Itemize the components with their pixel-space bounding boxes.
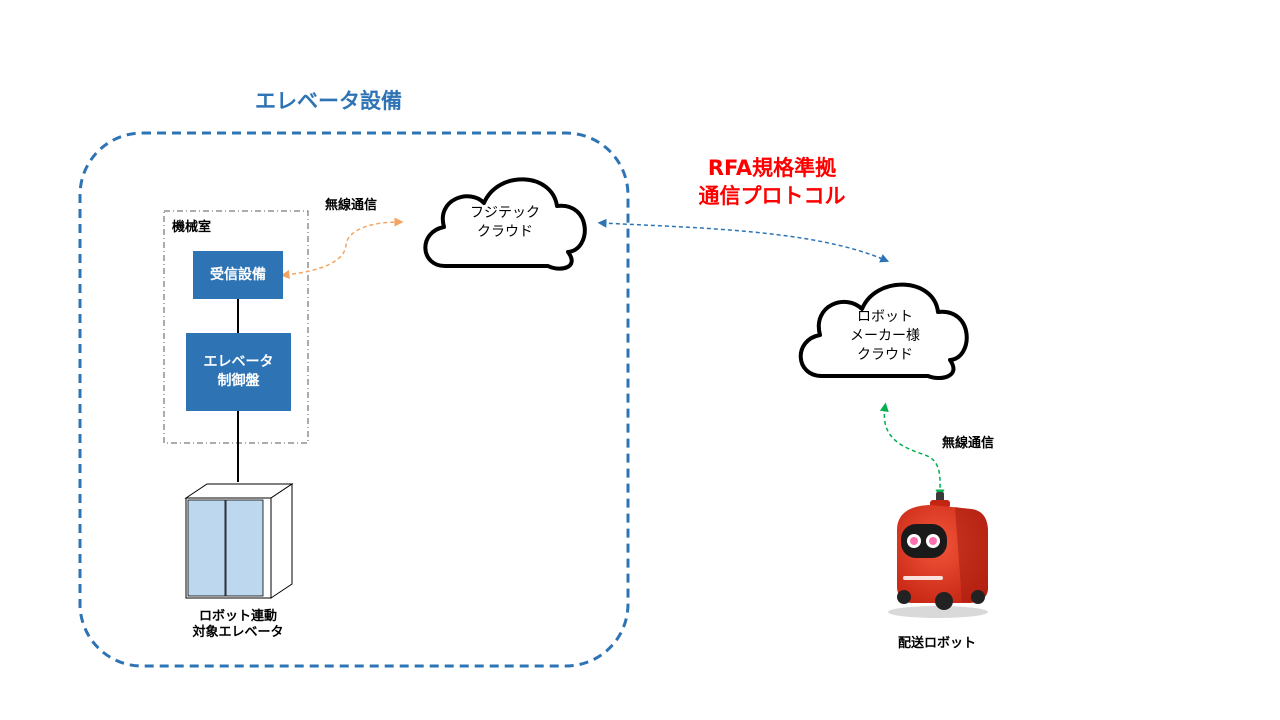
robot-label: 配送ロボット bbox=[898, 636, 977, 651]
receiver-box: 受信設備 bbox=[193, 251, 283, 299]
wireless-label-left: 無線通信 bbox=[325, 198, 378, 213]
elevator-label-line2: 対象エレベータ bbox=[192, 625, 284, 641]
maker-cloud-icon bbox=[798, 282, 969, 380]
elevator-label: ロボット連動 対象エレベータ bbox=[168, 609, 308, 642]
delivery-robot-icon bbox=[888, 492, 988, 618]
maker-cloud-line3: クラウド bbox=[857, 347, 913, 363]
facility-title: エレベータ設備 bbox=[255, 89, 402, 113]
receiver-label: 受信設備 bbox=[210, 266, 266, 283]
machine-room-box bbox=[163, 210, 309, 444]
fujitec-cloud-line1: フジテック bbox=[470, 205, 540, 221]
protocol-label-line1: RFA規格準拠 bbox=[707, 156, 837, 180]
elevator-label-line1: ロボット連動 bbox=[198, 609, 277, 624]
wireless-link-right bbox=[879, 402, 945, 499]
facility-boundary bbox=[78, 131, 630, 668]
maker-cloud-line2: メーカー様 bbox=[850, 328, 920, 344]
fujitec-cloud-label: フジテック クラウド bbox=[450, 204, 560, 242]
controller-label-line1: エレベータ bbox=[203, 354, 274, 371]
maker-cloud-line1: ロボット bbox=[857, 309, 913, 325]
protocol-label-line2: 通信プロトコル bbox=[698, 184, 846, 208]
elevator-icon bbox=[184, 483, 294, 599]
maker-cloud-label: ロボット メーカー様 クラウド bbox=[830, 308, 940, 365]
wireless-label-right: 無線通信 bbox=[942, 436, 995, 451]
wireless-link-left bbox=[280, 217, 404, 279]
controller-label-line2: 制御盤 bbox=[217, 373, 260, 389]
controller-box: エレベータ 制御盤 bbox=[186, 333, 291, 411]
protocol-label: RFA規格準拠 通信プロトコル bbox=[672, 154, 872, 210]
rfa-protocol-link bbox=[597, 218, 890, 263]
fujitec-cloud-line2: クラウド bbox=[477, 224, 533, 240]
fujitec-cloud-icon bbox=[423, 177, 587, 271]
machine-room-label: 機械室 bbox=[172, 220, 212, 235]
